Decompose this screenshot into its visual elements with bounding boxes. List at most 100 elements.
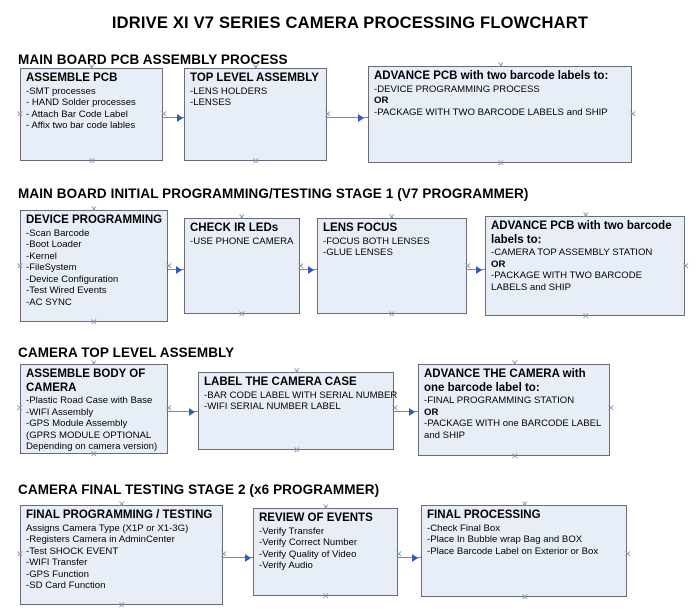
section-header: CAMERA TOP LEVEL ASSEMBLY — [18, 345, 235, 360]
connection-handle — [16, 111, 23, 118]
connection-handle — [322, 593, 329, 600]
connector-arrow — [223, 553, 256, 562]
connection-handle — [497, 62, 504, 69]
connection-handle — [682, 263, 689, 270]
node-assemble-body-of-camera[interactable]: ASSEMBLE BODY OF CAMERA -Plastic Road Ca… — [20, 364, 168, 454]
section-header: CAMERA FINAL TESTING STAGE 2 (x6 PROGRAM… — [18, 482, 380, 497]
connection-handle — [88, 158, 95, 165]
node-line: -Test Wired Events — [26, 285, 107, 297]
node-line: -LENSES — [190, 97, 232, 109]
node-advance-pcb-stage1[interactable]: ADVANCE PCB with two barcode labels to: … — [485, 216, 685, 316]
node-line: -LENS HOLDERS — [190, 85, 268, 97]
connection-handle — [293, 447, 300, 454]
node-line: -WIFI Transfer — [26, 557, 88, 569]
node-line: - HAND Solder processes — [26, 97, 136, 109]
node-title: DEVICE PROGRAMMING — [26, 214, 163, 226]
connection-handle — [90, 360, 97, 367]
node-advance-the-camera[interactable]: ADVANCE THE CAMERA with one barcode labe… — [418, 364, 610, 456]
connection-handle — [90, 451, 97, 458]
node-review-of-events[interactable]: REVIEW OF EVENTS -Verify Transfer -Verif… — [253, 508, 398, 596]
node-line: - Affix two bar code lables — [26, 120, 136, 132]
connection-handle — [90, 319, 97, 326]
connection-handle — [582, 313, 589, 320]
node-device-programming[interactable]: DEVICE PROGRAMMING -Scan Barcode -Boot L… — [20, 210, 168, 322]
node-line: - Attach Bar Code Label — [26, 108, 128, 120]
node-line: OR — [424, 406, 439, 418]
node-label-the-camera-case[interactable]: LABEL THE CAMERA CASE -BAR CODE LABEL WI… — [198, 372, 398, 450]
node-line: -Check Final Box — [427, 522, 501, 534]
node-final-programming-testing[interactable]: FINAL PROGRAMMING / TESTING Assigns Came… — [20, 505, 223, 605]
connection-handle — [511, 453, 518, 460]
node-title: ADVANCE PCB with two barcode labels to: — [374, 70, 609, 82]
node-title: FINAL PROCESSING — [427, 509, 541, 521]
arrow-head-icon — [176, 265, 182, 274]
node-title: TOP LEVEL ASSEMBLY — [190, 72, 319, 84]
node-line: OR — [374, 95, 389, 107]
node-line: -Scan Barcode — [26, 227, 90, 239]
connection-handle — [238, 214, 245, 221]
node-top-level-assembly[interactable]: TOP LEVEL ASSEMBLY -LENS HOLDERS -LENSES — [184, 68, 327, 161]
connector-arrow — [398, 553, 423, 562]
node-title: ADVANCE THE CAMERA with one barcode labe… — [424, 368, 586, 394]
node-line: -SMT processes — [26, 85, 96, 97]
connector-arrow — [467, 265, 487, 274]
node-line: -SD Card Function — [26, 580, 106, 592]
node-line: -PACKAGE WITH TWO BARCODE LABELS and SHI… — [491, 270, 643, 293]
node-title: FINAL PROGRAMMING / TESTING — [26, 509, 213, 521]
connector-arrow — [168, 407, 200, 416]
node-line: OR — [491, 258, 506, 270]
connector-arrow — [300, 265, 319, 274]
node-line: -Kernel — [26, 250, 57, 262]
node-check-ir-leds[interactable]: CHECK IR LEDs -USE PHONE CAMERA — [184, 218, 300, 314]
node-line: -Plastic Road Case with Base — [26, 395, 153, 406]
node-line: -GPS Module Assembly — [26, 418, 128, 430]
node-line: -Test SHOCK EVENT — [26, 545, 119, 557]
connection-handle — [16, 405, 23, 412]
connection-handle — [582, 212, 589, 219]
page-title: IDRIVE XI V7 SERIES CAMERA PROCESSING FL… — [111, 14, 589, 32]
node-line: -Boot Loader — [26, 239, 82, 251]
node-line: -Verify Quality of Video — [259, 548, 357, 560]
connector-arrow — [163, 113, 188, 122]
connection-handle — [624, 551, 631, 558]
node-line: -BAR CODE LABEL WITH SERIAL NUMBER — [204, 389, 398, 401]
connector-arrow — [327, 113, 369, 122]
node-title: ASSEMBLE PCB — [26, 72, 118, 84]
connector-arrow — [394, 407, 420, 416]
arrow-head-icon — [245, 553, 251, 562]
node-line: -GPS Function — [26, 568, 89, 580]
connection-handle — [293, 368, 300, 375]
node-line: -FOCUS BOTH LENSES — [323, 235, 430, 247]
arrow-head-icon — [177, 113, 183, 122]
node-line: -FINAL PROGRAMMING STATION — [424, 395, 575, 406]
node-advance-pcb-stage0[interactable]: ADVANCE PCB with two barcode labels to: … — [368, 66, 632, 163]
node-assemble-pcb[interactable]: ASSEMBLE PCB -SMT processes - HAND Solde… — [20, 68, 163, 161]
node-final-processing[interactable]: FINAL PROCESSING -Check Final Box -Place… — [421, 505, 627, 597]
connection-handle — [497, 160, 504, 167]
connector-arrow — [168, 265, 187, 274]
node-line: -FileSystem — [26, 262, 77, 274]
node-title: ASSEMBLE BODY OF CAMERA — [26, 368, 146, 394]
node-line: -Registers Camera in AdminCenter — [26, 534, 175, 546]
node-title: LABEL THE CAMERA CASE — [204, 376, 357, 388]
node-line: -AC SYNC — [26, 297, 72, 309]
connection-handle — [388, 311, 395, 318]
connection-handle — [521, 501, 528, 508]
node-line: (GPRS MODULE OPTIONAL — [26, 429, 152, 441]
connection-handle — [118, 602, 125, 609]
node-title: REVIEW OF EVENTS — [259, 512, 373, 524]
connection-handle — [252, 158, 259, 165]
node-title: LENS FOCUS — [323, 222, 398, 234]
node-lens-focus[interactable]: LENS FOCUS -FOCUS BOTH LENSES -GLUE LENS… — [317, 218, 467, 314]
node-line: -WIFI SERIAL NUMBER LABEL — [204, 401, 341, 413]
arrow-head-icon — [409, 407, 415, 416]
arrow-head-icon — [189, 407, 195, 416]
arrow-head-icon — [412, 553, 418, 562]
node-line: Assigns Camera Type (X1P or X1-3G) — [26, 522, 189, 534]
section-header: MAIN BOARD PCB ASSEMBLY PROCESS — [18, 52, 288, 67]
arrow-head-icon — [476, 265, 482, 274]
connection-handle — [511, 360, 518, 367]
connection-handle — [322, 504, 329, 511]
connection-handle — [16, 263, 23, 270]
connection-handle — [607, 405, 614, 412]
